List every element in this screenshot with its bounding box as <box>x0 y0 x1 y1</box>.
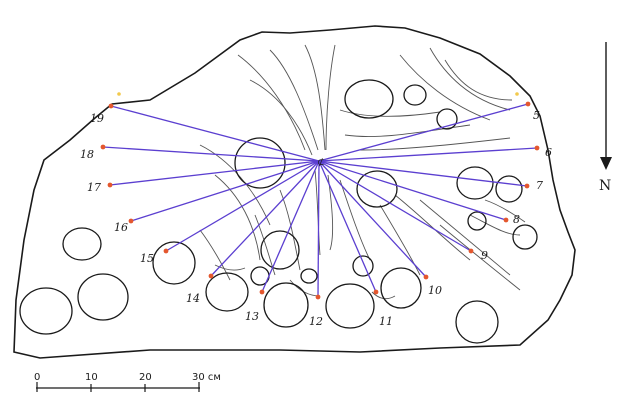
observation-point-15 <box>163 248 169 254</box>
sight-line-16 <box>130 160 320 222</box>
observation-point-5 <box>525 101 531 107</box>
scale-bar: 0 10 20 30 см <box>34 372 221 392</box>
point-label-17: 17 <box>87 181 101 194</box>
sight-line-12 <box>317 160 320 298</box>
cup-mark <box>344 79 394 119</box>
cup-mark <box>512 224 538 250</box>
cup-mark <box>456 166 494 200</box>
cup-mark <box>152 241 196 285</box>
cup-mark <box>467 211 487 231</box>
sight-line-14 <box>210 160 320 277</box>
point-label-18: 18 <box>80 148 94 161</box>
yellow-marker <box>117 92 121 96</box>
point-label-9: 9 <box>481 249 488 262</box>
point-label-8: 8 <box>513 213 520 226</box>
sight-line-8 <box>318 160 507 221</box>
point-label-13: 13 <box>245 310 259 323</box>
observation-point-13 <box>259 289 265 295</box>
cup-mark <box>62 227 102 261</box>
point-label-7: 7 <box>536 179 543 192</box>
observation-point-6 <box>534 145 540 151</box>
engraved-lines <box>199 44 526 300</box>
sight-lines <box>102 103 538 298</box>
point-label-5: 5 <box>533 109 540 122</box>
sight-line-9 <box>318 160 472 252</box>
scale-tick-0: 0 <box>34 372 40 383</box>
observation-point-16 <box>128 218 134 224</box>
cup-mark <box>263 282 309 328</box>
cup-mark <box>403 84 427 106</box>
sight-line-10 <box>318 160 427 278</box>
sight-line-6 <box>318 147 538 162</box>
cup-mark <box>260 230 300 270</box>
observation-point-11 <box>373 289 379 295</box>
scale-tick-30: 30 см <box>192 372 221 383</box>
north-label: N <box>599 178 611 194</box>
sight-line-18 <box>102 146 320 162</box>
point-label-15: 15 <box>140 252 154 265</box>
sight-line-13 <box>261 160 320 293</box>
observation-point-7 <box>524 183 530 189</box>
north-arrow: N <box>599 42 612 194</box>
cup-mark <box>352 255 374 277</box>
point-label-10: 10 <box>428 284 442 297</box>
cup-mark <box>205 272 249 312</box>
point-label-6: 6 <box>545 146 552 159</box>
observation-point-12 <box>315 294 321 300</box>
cup-mark <box>77 273 129 321</box>
cup-mark <box>19 287 73 335</box>
cup-mark <box>380 267 422 309</box>
cup-mark <box>495 175 523 203</box>
cup-mark <box>300 268 318 284</box>
cup-mark <box>325 283 375 329</box>
cup-mark <box>356 170 398 208</box>
point-label-19: 19 <box>90 112 104 125</box>
cup-mark <box>436 108 458 130</box>
scale-tick-10: 10 <box>85 372 98 383</box>
observation-point-9 <box>468 248 474 254</box>
point-label-14: 14 <box>186 292 200 305</box>
point-label-16: 16 <box>114 221 128 234</box>
observation-point-17 <box>107 182 113 188</box>
sight-line-7 <box>318 160 528 187</box>
scale-tick-20: 20 <box>139 372 152 383</box>
sight-line-17 <box>109 160 320 186</box>
observation-point-8 <box>503 217 509 223</box>
point-label-11: 11 <box>379 315 393 328</box>
sight-line-15 <box>165 160 320 252</box>
sight-line-5 <box>318 103 529 162</box>
sight-line-11 <box>318 160 377 293</box>
observation-point-14 <box>208 273 214 279</box>
cup-marks <box>19 79 538 344</box>
sight-line-19 <box>110 105 320 162</box>
stone-outline <box>13 25 576 359</box>
point-label-12: 12 <box>309 315 323 328</box>
cup-mark <box>234 137 286 189</box>
observation-point-19 <box>108 103 114 109</box>
cup-mark <box>455 300 499 344</box>
observation-point-18 <box>100 144 106 150</box>
yellow-marker <box>515 92 519 96</box>
observation-point-10 <box>423 274 429 280</box>
point-labels: 5 6 7 8 9 10 11 12 13 14 15 16 17 18 19 <box>80 109 552 328</box>
observation-points <box>100 101 540 300</box>
center-mark: ⊄ <box>317 158 325 168</box>
